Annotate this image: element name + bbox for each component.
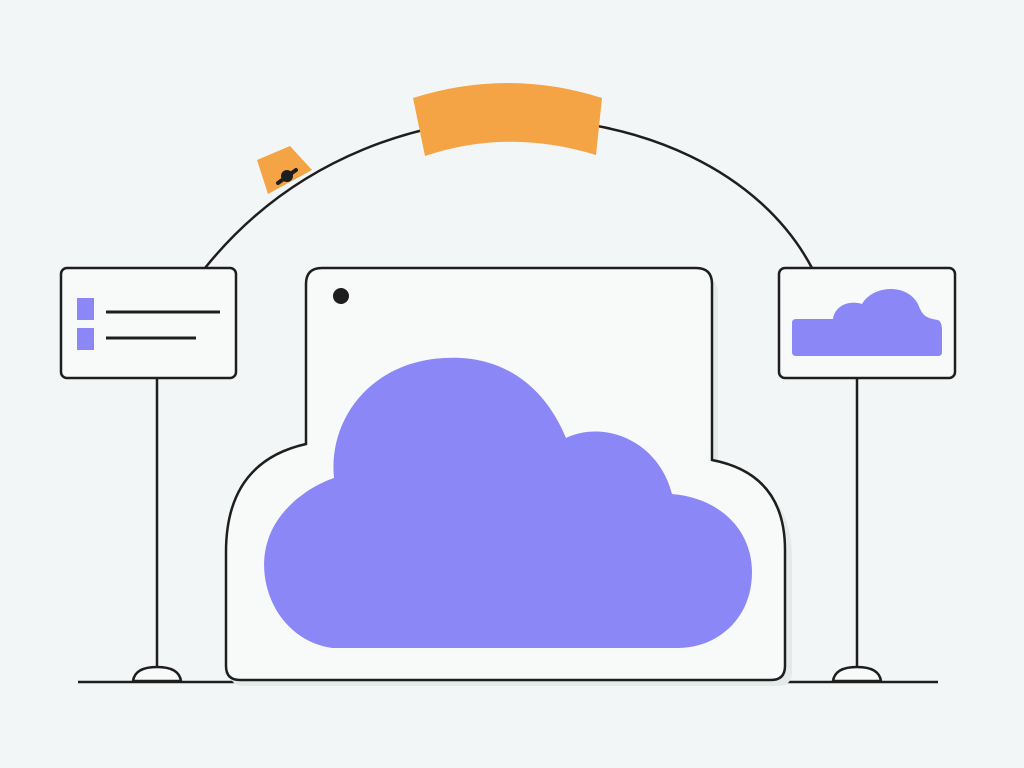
left-post	[131, 378, 183, 683]
right-post	[831, 378, 883, 683]
list-item-icon	[77, 328, 94, 350]
sync-badge	[413, 83, 602, 156]
list-item-icon	[77, 298, 94, 320]
link-icon	[257, 146, 312, 194]
main-device	[224, 266, 792, 686]
camera-dot	[333, 288, 349, 304]
cloud-icon	[792, 288, 942, 356]
left-panel	[59, 266, 238, 380]
cloud-icon	[264, 357, 752, 648]
right-panel	[777, 266, 957, 380]
